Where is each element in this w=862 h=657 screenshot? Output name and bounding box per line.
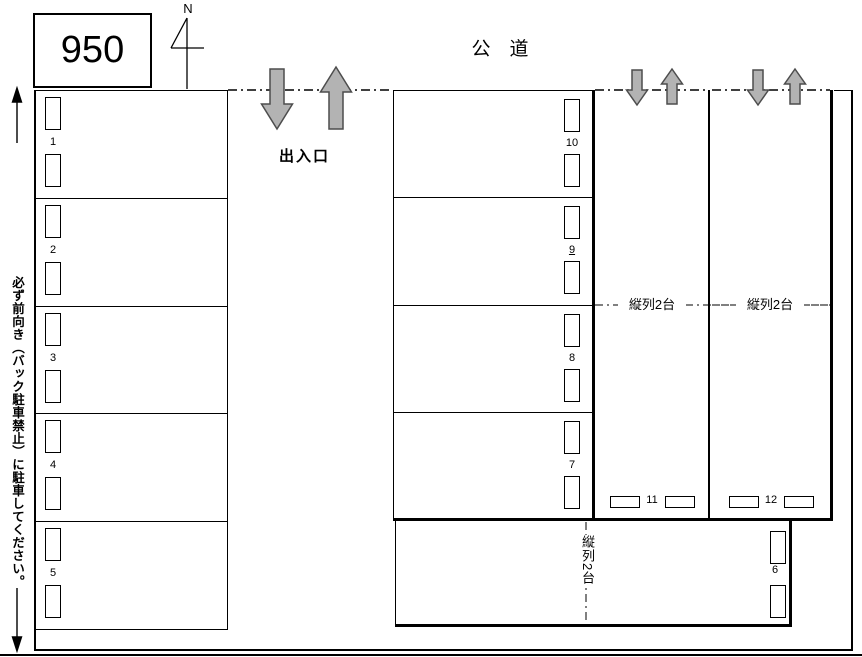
stall-marker xyxy=(45,528,61,562)
forward-parking-notice: 必ず前向き（バック駐車禁止）に駐車してください。 xyxy=(10,276,24,588)
stall-marker xyxy=(45,154,61,187)
space-number: 11 xyxy=(646,494,658,506)
space-number: 5 xyxy=(49,567,57,580)
stall-marker xyxy=(770,585,786,618)
space-number: 7 xyxy=(568,458,576,471)
stall-marker xyxy=(45,477,61,511)
space-number: 1 xyxy=(49,136,57,148)
tandem-2cars-label-b: 縦列2台 xyxy=(736,297,804,313)
parking-space-4: 4 xyxy=(35,413,227,521)
stall-marker xyxy=(729,496,759,508)
stall-marker xyxy=(45,312,61,346)
stall-marker xyxy=(45,420,61,454)
stall-marker xyxy=(564,154,580,187)
space-number: 6 xyxy=(771,564,779,576)
parking-space-5: 5 xyxy=(35,521,227,629)
parking-space-3: 3 xyxy=(35,305,227,414)
tandem-column-b xyxy=(708,90,833,518)
bottom-tandem-strip xyxy=(395,521,792,627)
divider-thick-line xyxy=(393,518,833,521)
parking-space-10: 10 xyxy=(394,91,593,197)
space-number: 2 xyxy=(49,243,57,256)
public-road-label: 公 道 xyxy=(471,39,529,60)
space-number: 12 xyxy=(764,494,778,506)
stall-marker xyxy=(45,261,61,295)
stall-marker xyxy=(564,368,580,402)
notice-up-arrow-icon xyxy=(11,85,23,143)
notice-down-arrow-icon xyxy=(11,588,23,654)
stall-marker xyxy=(665,496,695,508)
stall-marker xyxy=(45,97,61,130)
compass-north-icon xyxy=(170,17,204,89)
space-number: 10 xyxy=(565,137,579,149)
middle-stall-column: 10 9 8 7 xyxy=(393,90,594,519)
stall-marker xyxy=(564,261,580,295)
entrance-exit-label: 出入口 xyxy=(279,148,331,165)
stall-marker xyxy=(45,204,61,238)
parking-space-2: 2 xyxy=(35,197,227,306)
stall-marker xyxy=(45,585,61,619)
parking-space-1: 1 xyxy=(35,91,227,198)
stall-marker xyxy=(564,475,580,509)
space-number: 3 xyxy=(49,351,57,364)
stall-marker xyxy=(770,531,786,564)
tandem-2cars-label-a: 縦列2台 xyxy=(618,297,686,313)
parking-space-8: 8 xyxy=(394,304,593,412)
tandem-column-a xyxy=(592,90,710,518)
lot-number: 950 xyxy=(60,29,125,71)
stall-marker xyxy=(610,496,640,508)
stall-marker xyxy=(564,206,580,240)
stall-marker xyxy=(784,496,814,508)
lot-number-box: 950 xyxy=(33,13,152,88)
space-number-underlined: 9 xyxy=(568,244,576,257)
parking-space-9: 9 xyxy=(394,197,593,304)
compass-north-label: N xyxy=(183,1,193,16)
stall-marker xyxy=(564,420,580,454)
stall-marker xyxy=(564,313,580,347)
right-walkway-top-line xyxy=(834,90,852,91)
space-number: 4 xyxy=(49,459,57,472)
stall-marker xyxy=(564,99,580,132)
tandem-2cars-label-bottom: 縦列2台 xyxy=(577,535,597,586)
space-number: 8 xyxy=(568,351,576,364)
stall-marker xyxy=(45,369,61,403)
left-stall-column: 1 2 3 4 5 xyxy=(34,90,228,630)
parking-space-7: 7 xyxy=(394,411,593,519)
lot-boundary xyxy=(34,90,853,651)
bottom-frame-line xyxy=(0,654,862,656)
